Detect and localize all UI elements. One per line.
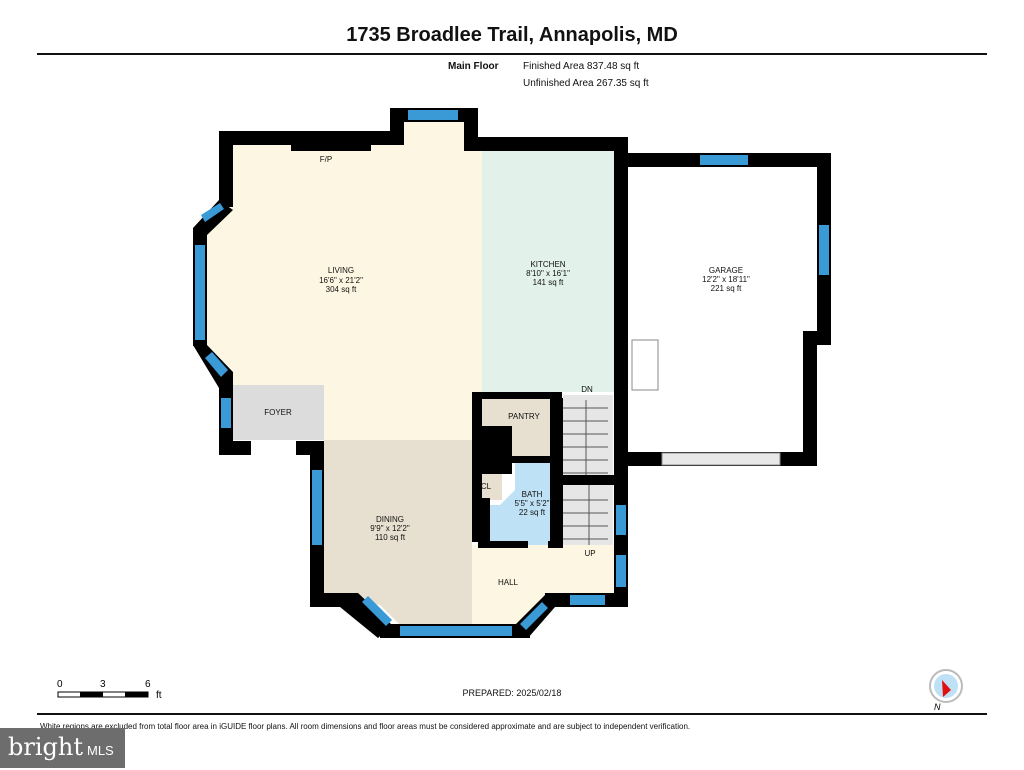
living-area: 304 sq ft bbox=[326, 285, 357, 294]
stair-treads bbox=[563, 400, 608, 545]
scale-unit: ft bbox=[156, 690, 162, 701]
dining-dims: 9'9" x 12'2" bbox=[370, 524, 410, 533]
closet-label: CL bbox=[481, 482, 492, 491]
kitchen-room bbox=[482, 151, 614, 392]
dining-label: DINING bbox=[376, 515, 404, 524]
floor-name: Main Floor bbox=[448, 61, 499, 72]
living-dims: 16'6" x 21'2" bbox=[319, 276, 363, 285]
garage-area: 221 sq ft bbox=[711, 284, 742, 293]
header-divider bbox=[37, 53, 987, 55]
dining-room bbox=[324, 440, 472, 625]
bath-label: BATH bbox=[522, 490, 543, 499]
prepared-date: PREPARED: 2025/02/18 bbox=[462, 688, 562, 698]
hall-room bbox=[472, 545, 614, 625]
bath-dims: 5'5" x 5'2" bbox=[515, 499, 550, 508]
compass-icon bbox=[929, 669, 963, 703]
garage-label: GARAGE bbox=[709, 266, 743, 275]
stairs bbox=[563, 395, 613, 545]
kitchen-label: KITCHEN bbox=[530, 260, 565, 269]
scale-tick-6: 6 bbox=[145, 679, 151, 690]
foyer-label: FOYER bbox=[264, 408, 292, 417]
windows bbox=[195, 110, 829, 636]
footer-divider bbox=[37, 713, 987, 715]
stairs-down-label: DN bbox=[581, 385, 593, 394]
dining-area: 110 sq ft bbox=[375, 533, 406, 542]
living-label: LIVING bbox=[328, 266, 354, 275]
disclaimer: White regions are excluded from total fl… bbox=[40, 722, 691, 731]
stairs-up-label: UP bbox=[584, 549, 595, 558]
foyer-room bbox=[233, 385, 324, 440]
finished-area: Finished Area 837.48 sq ft bbox=[523, 61, 640, 72]
scale-tick-0: 0 bbox=[57, 679, 63, 690]
pantry-label: PANTRY bbox=[508, 412, 540, 421]
hall-label: HALL bbox=[498, 578, 519, 587]
scale-tick-3: 3 bbox=[100, 679, 106, 690]
garage-dims: 12'2" x 18'11" bbox=[702, 275, 750, 284]
fireplace-label: F/P bbox=[320, 155, 332, 164]
page-title: 1735 Broadlee Trail, Annapolis, MD bbox=[346, 24, 678, 46]
kitchen-area: 141 sq ft bbox=[533, 278, 564, 287]
scale-bar bbox=[57, 691, 149, 698]
garage-steps bbox=[631, 339, 659, 391]
unfinished-area: Unfinished Area 267.35 sq ft bbox=[523, 78, 649, 89]
living-room bbox=[207, 122, 482, 440]
bath-room bbox=[478, 463, 560, 545]
kitchen-dims: 8'10" x 16'1" bbox=[526, 269, 570, 278]
compass-north-label: N bbox=[934, 702, 941, 712]
bath-area: 22 sq ft bbox=[519, 508, 546, 517]
garage-door bbox=[661, 452, 781, 466]
